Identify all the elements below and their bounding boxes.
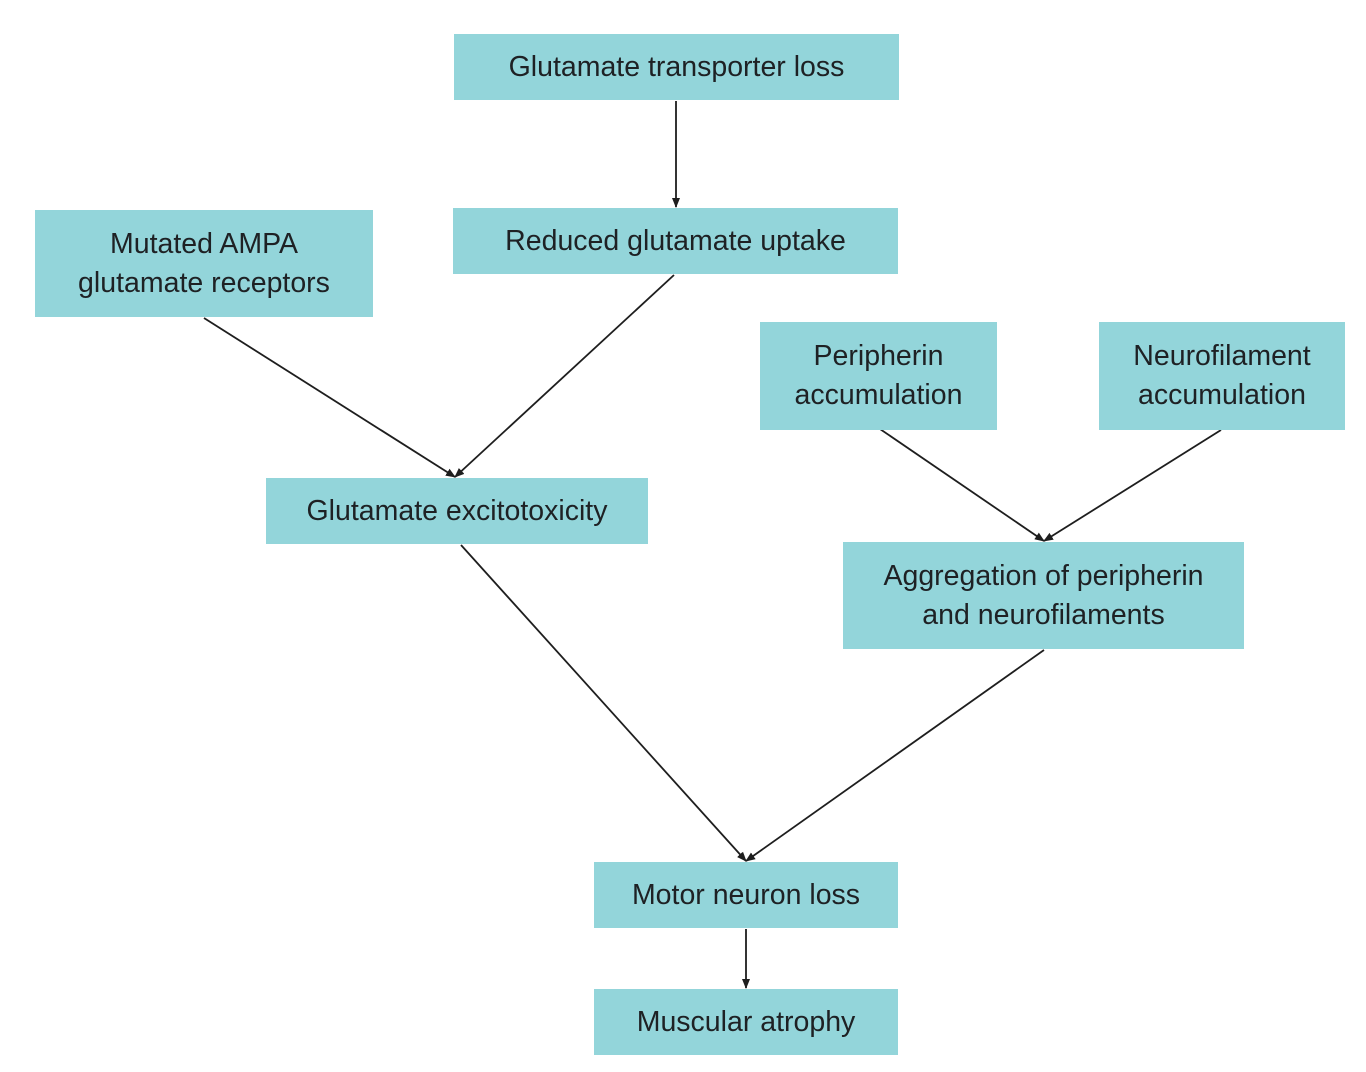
node-reduced-glutamate-uptake: Reduced glutamate uptake xyxy=(453,208,898,274)
node-peripherin-accumulation: Peripherin accumulation xyxy=(760,322,997,430)
arrow-neurofil-to-aggreg xyxy=(1043,429,1222,542)
node-label: Neurofilament accumulation xyxy=(1133,340,1311,411)
node-label: Glutamate excitotoxicity xyxy=(306,494,608,527)
node-label: Motor neuron loss xyxy=(631,878,861,911)
arrow-excito-to-motor xyxy=(460,544,747,862)
node-label: Glutamate transporter loss xyxy=(508,50,845,83)
node-glutamate-transporter-loss: Glutamate transporter loss xyxy=(454,34,899,100)
node-mutated-ampa-receptors: Mutated AMPA glutamate receptors xyxy=(35,210,373,317)
node-label: Aggregation of peripherin and neurofilam… xyxy=(883,559,1204,631)
arrow-reduced-to-excito xyxy=(454,274,675,478)
node-label: Reduced glutamate uptake xyxy=(505,224,846,257)
node-neurofilament-accumulation: Neurofilament accumulation xyxy=(1099,322,1345,430)
arrow-ampa-to-excito xyxy=(203,317,456,478)
arrow-aggreg-to-motor xyxy=(745,649,1045,862)
node-muscular-atrophy: Muscular atrophy xyxy=(594,989,898,1055)
node-aggregation-peripherin-neurofilaments: Aggregation of peripherin and neurofilam… xyxy=(843,542,1244,649)
node-motor-neuron-loss: Motor neuron loss xyxy=(594,862,898,928)
arrow-periph-to-aggreg xyxy=(879,428,1045,542)
node-label: Mutated AMPA glutamate receptors xyxy=(78,227,330,299)
node-glutamate-excitotoxicity: Glutamate excitotoxicity xyxy=(266,478,648,544)
node-label: Muscular atrophy xyxy=(636,1005,856,1038)
node-label: Peripherin accumulation xyxy=(794,340,963,411)
